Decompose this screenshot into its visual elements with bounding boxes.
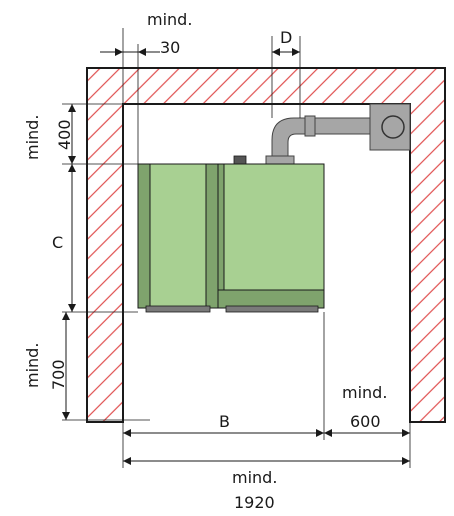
label-right-value: 600 — [350, 412, 381, 431]
label-left-bottom-mind: mind. — [23, 343, 42, 388]
dimension-left-vertical: mind. 400 C mind. 700 — [23, 103, 150, 421]
label-left-c: C — [52, 233, 63, 252]
label-total-mind: mind. — [232, 468, 277, 487]
label-left-clearance-value: 30 — [160, 38, 180, 57]
dimension-bottom: B mind. 600 mind. 1920 — [122, 312, 411, 512]
label-bottom-b: B — [219, 412, 230, 431]
boiler-unit — [137, 155, 325, 313]
dimension-flue-d: D — [271, 28, 301, 118]
label-left-bottom-value: 700 — [49, 359, 68, 390]
flue-pipe — [265, 103, 411, 165]
label-left-top-mind: mind. — [23, 115, 42, 160]
label-total-value: 1920 — [234, 493, 275, 512]
label-flue-d: D — [280, 28, 292, 47]
dimension-left-clearance: mind. 30 — [100, 10, 192, 164]
label-right-mind: mind. — [342, 383, 387, 402]
room-wall — [86, 67, 446, 423]
label-left-top-value: 400 — [55, 119, 74, 150]
label-left-clearance-mind: mind. — [147, 10, 192, 29]
